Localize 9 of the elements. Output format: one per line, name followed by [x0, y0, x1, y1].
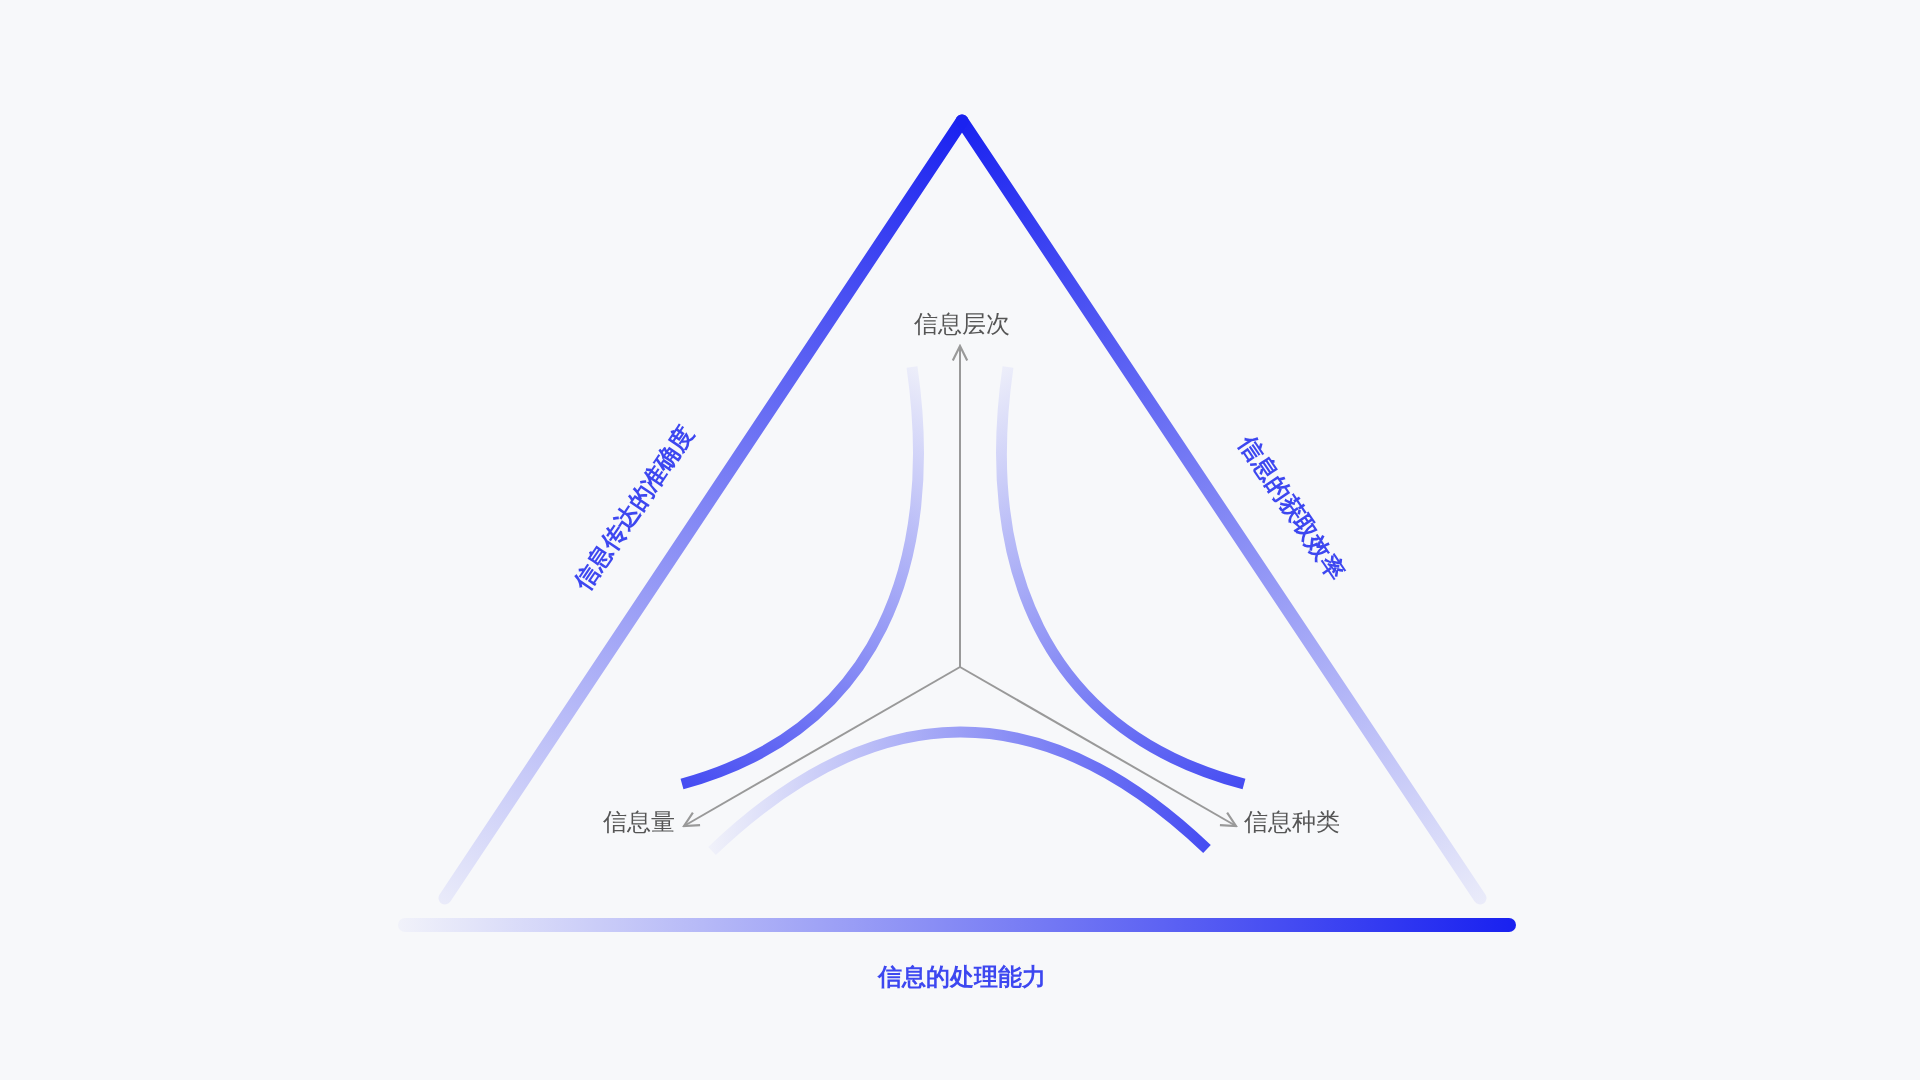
axis-label: 信息种类	[1240, 804, 1344, 840]
axis-label: 信息层次	[912, 306, 1012, 342]
arrow	[682, 666, 961, 828]
side-label: 信息的处理能力	[878, 962, 1046, 993]
arrow	[959, 666, 1238, 828]
arrow	[951, 344, 969, 668]
side-label: 信息传达的准确度	[567, 419, 701, 597]
axis-label: 信息量	[598, 804, 680, 840]
side-label: 信息的获取效率	[1232, 429, 1352, 587]
